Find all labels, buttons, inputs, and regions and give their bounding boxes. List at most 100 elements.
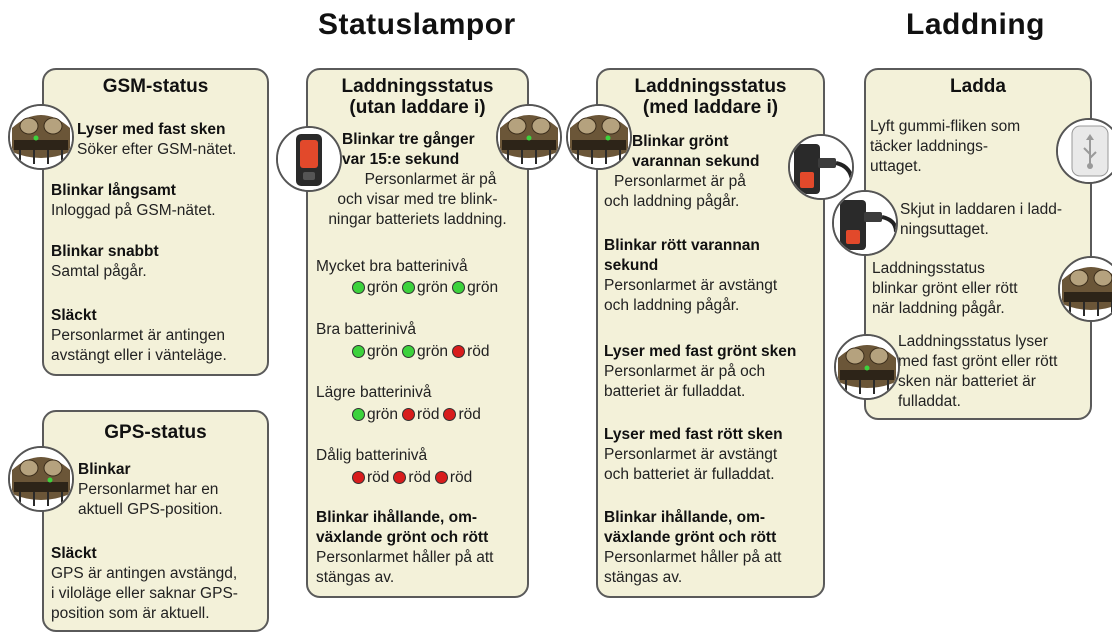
battery-final-text: Personlarmet håller på att: [316, 549, 494, 566]
led-dot: [452, 281, 466, 294]
led-dot-label: röd: [408, 469, 431, 486]
battery-intro-text: Personlarmet är på: [364, 171, 497, 188]
battery-level-label: Bra batterinivå: [316, 321, 416, 338]
device-led-icon: [8, 446, 74, 512]
battery-intro-head: Blinkar tre gånger: [342, 131, 475, 148]
led-dot: [443, 408, 457, 421]
led-dot: [393, 471, 407, 484]
gsm-item-text: avstängt eller i vänteläge.: [51, 347, 227, 364]
charger-item-head: sekund: [604, 257, 659, 274]
device-led-icon: [1058, 256, 1112, 322]
gsm-item-head: Lyser med fast sken: [77, 121, 226, 138]
charge-card-title: Ladda: [950, 76, 1006, 97]
charger-item-text: och laddning pågår.: [604, 297, 740, 314]
gps-status-card: GPS-status Blinkar Personlarmet har en a…: [42, 410, 269, 632]
gsm-card-title: GSM-status: [102, 76, 209, 97]
led-dot: [352, 408, 365, 421]
device-led-icon: [496, 104, 562, 170]
battery-intro-text: ningar batteriets laddning.: [328, 211, 507, 228]
charger-plug-icon: [788, 134, 854, 200]
gps-item-text: position som är aktuell.: [51, 605, 210, 622]
charger-item-text: Personlarmet håller på att: [604, 549, 782, 566]
charger-item-head: växlande grönt och rött: [604, 529, 777, 546]
led-dot: [434, 471, 448, 484]
battery-level-dots: grön grön röd: [352, 342, 493, 362]
led-dot: [352, 281, 365, 294]
charge-step-text: blinkar grönt eller rött: [872, 280, 1018, 297]
charge-step-text: Skjut in laddaren i ladd-: [900, 201, 1062, 218]
battery-card-title-line: (utan laddare i): [349, 97, 486, 118]
device-front-icon: [276, 126, 342, 192]
gps-item-text: i viloläge eller saknar GPS-: [51, 585, 238, 602]
led-dot-label: grön: [367, 279, 399, 296]
charge-step-text: med fast grönt eller rött: [898, 353, 1058, 370]
charge-step-text: sken när batteriet är: [898, 373, 1036, 390]
charger-card-title-line: (med laddare i): [642, 97, 779, 118]
charger-item-text: batteriet är fulladdat.: [604, 383, 746, 400]
heading-charging: Laddning: [906, 8, 1045, 41]
charger-item-text: Personlarmet är avstängt: [604, 446, 778, 463]
usb-port-icon: [1056, 118, 1112, 184]
device-led-icon: [8, 104, 74, 170]
gsm-item-text: Personlarmet är antingen: [51, 327, 226, 344]
charger-plug-icon: [832, 190, 898, 256]
charger-item-head: Blinkar ihållande, om-: [604, 509, 766, 526]
charger-item-text: och laddning pågår.: [604, 193, 740, 210]
battery-card-title: Laddningsstatus (utan laddare i): [308, 76, 527, 118]
gsm-item-head: Blinkar snabbt: [51, 243, 159, 260]
gps-item-text: Personlarmet har en: [78, 481, 219, 498]
heading-status-lights: Statuslampor: [318, 8, 516, 41]
charger-card-title: Laddningsstatus (med laddare i): [598, 76, 823, 118]
charge-step-text: täcker laddnings-: [870, 138, 989, 155]
battery-level-label: Dålig batterinivå: [316, 447, 428, 464]
charger-item-head: Lyser med fast rött sken: [604, 426, 783, 443]
charger-item-text: och batteriet är fulladdat.: [604, 466, 775, 483]
led-dot: [402, 345, 416, 358]
charger-card-title-line: Laddningsstatus: [634, 76, 787, 97]
led-dot-label: grön: [367, 406, 399, 423]
battery-intro-text: och visar med tre blink-: [337, 191, 498, 208]
charge-step-text: uttaget.: [870, 158, 922, 175]
battery-level-label: Lägre batterinivå: [316, 384, 432, 401]
battery-status-no-charger-card: Laddningsstatus (utan laddare i) Blinkar…: [306, 68, 529, 598]
led-dot: [352, 471, 365, 484]
battery-level-label: Mycket bra batterinivå: [316, 258, 468, 275]
battery-level-dots: röd röd röd: [352, 468, 476, 488]
led-dot-label: röd: [458, 406, 481, 423]
gsm-item-head: Släckt: [51, 307, 97, 324]
led-dot: [402, 408, 416, 421]
led-dot-label: röd: [467, 343, 490, 360]
gsm-item-text: Inloggad på GSM-nätet.: [51, 202, 216, 219]
led-dot: [452, 345, 466, 358]
led-dot: [352, 345, 365, 358]
led-dot-label: grön: [417, 343, 449, 360]
charger-item-text: stängas av.: [604, 569, 683, 586]
battery-level-dots: grön röd röd: [352, 405, 485, 425]
charge-step-text: när laddning pågår.: [872, 300, 1005, 317]
gps-item-text: aktuell GPS-position.: [78, 501, 223, 518]
led-dot-label: grön: [367, 343, 399, 360]
charger-item-text: Personlarmet är på: [614, 173, 746, 190]
charge-step-text: Lyft gummi-fliken som: [870, 118, 1021, 135]
battery-card-title-line: Laddningsstatus: [341, 76, 494, 97]
charge-step-text: Laddningsstatus lyser: [898, 333, 1048, 350]
gsm-status-card: GSM-status Lyser med fast sken Söker eft…: [42, 68, 269, 376]
battery-final-head: växlande grönt och rött: [316, 529, 489, 546]
battery-final-text: stängas av.: [316, 569, 395, 586]
gps-item-head: Blinkar: [78, 461, 131, 478]
charge-card: Ladda Lyft gummi-fliken som täcker laddn…: [864, 68, 1092, 420]
led-dot-label: röd: [367, 469, 390, 486]
led-dot-label: grön: [417, 279, 449, 296]
led-dot-label: röd: [417, 406, 440, 423]
led-dot: [402, 281, 416, 294]
charger-item-head: Blinkar grönt: [632, 133, 729, 150]
charger-item-text: Personlarmet är på och: [604, 363, 766, 380]
gps-card-title: GPS-status: [104, 422, 207, 443]
device-led-icon: [566, 104, 632, 170]
led-dot-label: röd: [449, 469, 473, 486]
charge-step-text: fulladdat.: [898, 393, 961, 410]
battery-intro-head: var 15:e sekund: [342, 151, 460, 168]
charge-step-text: Laddningsstatus: [872, 260, 985, 277]
charger-item-head: Lyser med fast grönt sken: [604, 343, 797, 360]
